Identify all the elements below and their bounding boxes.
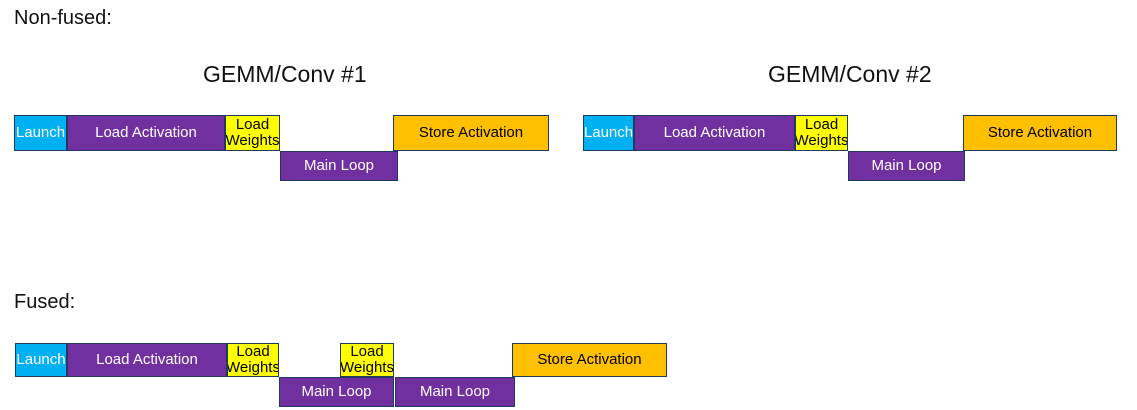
non-fused-section-label: Non-fused: xyxy=(14,7,112,29)
gemm-conv-1-title: GEMM/Conv #1 xyxy=(203,61,367,87)
nonfused-1-main-loop: Main Loop xyxy=(280,151,398,181)
fused-section-label: Fused: xyxy=(14,291,76,313)
fused-main-loop-2: Main Loop xyxy=(395,377,515,407)
nonfused-1-launch: Launch xyxy=(14,115,67,151)
gemm-conv-2-title: GEMM/Conv #2 xyxy=(768,61,932,87)
nonfused-2-load-activation: Load Activation xyxy=(634,115,795,151)
nonfused-1-store-activation: Store Activation xyxy=(393,115,549,151)
nonfused-1-load-activation: Load Activation xyxy=(67,115,225,151)
nonfused-2-main-loop: Main Loop xyxy=(848,151,965,181)
nonfused-1-load-weights: Load Weights xyxy=(225,115,280,151)
fused-launch: Launch xyxy=(15,343,67,377)
nonfused-2-launch: Launch xyxy=(583,115,634,151)
fused-load-activation: Load Activation xyxy=(67,343,227,377)
fused-main-loop-1: Main Loop xyxy=(279,377,394,407)
fused-load-weights-2: Load Weights xyxy=(340,343,394,377)
nonfused-2-load-weights: Load Weights xyxy=(795,115,848,151)
fused-load-weights-1: Load Weights xyxy=(227,343,279,377)
fused-store-activation: Store Activation xyxy=(512,343,667,377)
nonfused-2-store-activation: Store Activation xyxy=(963,115,1117,151)
